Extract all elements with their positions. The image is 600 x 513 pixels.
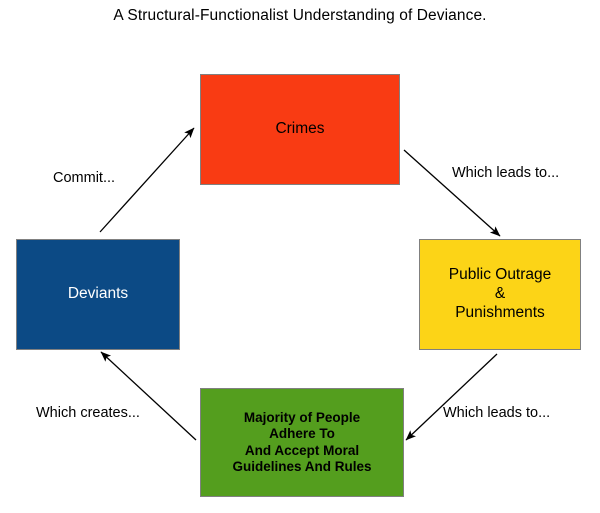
edge-arrow-leads-lower <box>405 353 498 441</box>
node-crimes-label: Crimes <box>275 120 325 138</box>
edge-label-commit: Commit... <box>53 170 116 186</box>
page-title: A Structural-Functionalist Understanding… <box>113 7 487 24</box>
node-crimes[interactable]: Crimes <box>200 74 400 185</box>
edge-arrow-leads-upper <box>403 149 501 237</box>
edge-arrow-commit <box>99 127 195 233</box>
node-public-outrage-punishments[interactable]: Public Outrage & Punishments <box>419 239 581 350</box>
node-majority-of-people[interactable]: Majority of People Adhere To And Accept … <box>200 388 404 497</box>
edge-label-creates: Which creates... <box>36 405 140 421</box>
edge-arrow-creates <box>100 351 197 441</box>
node-deviants[interactable]: Deviants <box>16 239 180 350</box>
edge-label-leads-upper: Which leads to... <box>452 165 560 181</box>
edge-label-leads-lower: Which leads to... <box>443 405 551 421</box>
node-public-outrage-punishments-label: Public Outrage & Punishments <box>448 266 552 321</box>
node-deviants-label: Deviants <box>67 285 129 303</box>
node-majority-of-people-label: Majority of People Adhere To And Accept … <box>232 409 372 474</box>
